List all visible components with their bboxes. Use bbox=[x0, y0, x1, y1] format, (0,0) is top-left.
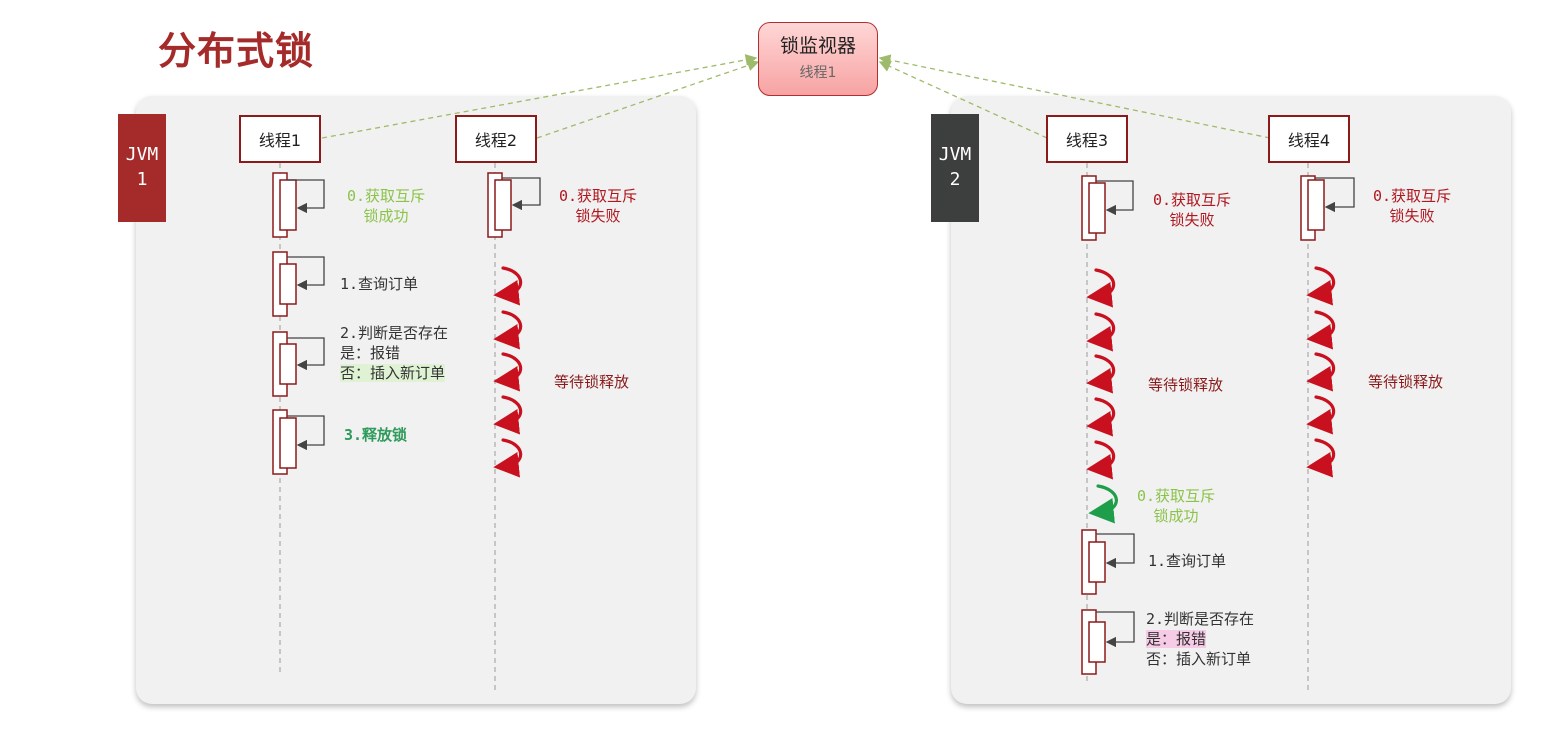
t4-fail-label: 0.获取互斥 锁失败 bbox=[1364, 186, 1460, 226]
t3-acquire-line1: 0.获取互斥 bbox=[1136, 487, 1216, 505]
thread-1-box: 线程1 bbox=[239, 115, 321, 163]
thread-2-box: 线程2 bbox=[455, 115, 537, 163]
t4-fail-line2: 锁失败 bbox=[1389, 207, 1435, 225]
t1-check-line2: 是：报错 bbox=[340, 344, 401, 362]
jvm1-label: JVM bbox=[125, 144, 159, 165]
lock-monitor: 锁监视器 线程1 bbox=[758, 22, 878, 96]
t3-wait-label: 等待锁释放 bbox=[1148, 376, 1224, 394]
t3-fail-line2: 锁失败 bbox=[1169, 211, 1215, 229]
monitor-holder: 线程1 bbox=[799, 65, 837, 81]
t3-check-line1: 2.判断是否存在 bbox=[1146, 610, 1255, 628]
jvm2-panel bbox=[951, 96, 1511, 704]
t1-check-line3: 否：插入新订单 bbox=[340, 364, 446, 382]
t1-acquire-label: 0.获取互斥 锁成功 bbox=[336, 186, 436, 226]
t3-check-label: 2.判断是否存在 是：报错 否：插入新订单 bbox=[1146, 609, 1254, 669]
monitor-links bbox=[321, 54, 1271, 139]
t2-wait-label: 等待锁释放 bbox=[554, 373, 630, 391]
t1-release-label: 3.释放锁 bbox=[344, 426, 408, 444]
t2-fail-label: 0.获取互斥 锁失败 bbox=[550, 186, 646, 226]
t1-check-label: 2.判断是否存在 是：报错 否：插入新订单 bbox=[340, 323, 448, 383]
t4-fail-line1: 0.获取互斥 bbox=[1372, 187, 1452, 205]
t3-acquire-label: 0.获取互斥 锁成功 bbox=[1126, 486, 1226, 526]
t3-check-line2: 是：报错 bbox=[1146, 630, 1207, 648]
t3-fail-line1: 0.获取互斥 bbox=[1152, 191, 1232, 209]
t3-query-label: 1.查询订单 bbox=[1148, 552, 1227, 570]
t1-check-line1: 2.判断是否存在 bbox=[340, 324, 449, 342]
thread-3-box: 线程3 bbox=[1046, 115, 1128, 163]
t3-check-line3: 否：插入新订单 bbox=[1146, 650, 1252, 668]
t4-wait-label: 等待锁释放 bbox=[1368, 373, 1444, 391]
t2-fail-line2: 锁失败 bbox=[575, 207, 621, 225]
jvm1-panel bbox=[136, 96, 696, 704]
self-call-arrows bbox=[287, 177, 1355, 648]
t3-acquire-line2: 锁成功 bbox=[1153, 507, 1199, 525]
jvm2-tag: JVM 2 bbox=[931, 114, 979, 222]
activations bbox=[272, 172, 1325, 675]
t1-acquire-line2: 锁成功 bbox=[363, 207, 409, 225]
wait-arrows bbox=[493, 266, 1336, 480]
t1-query-label: 1.查询订单 bbox=[340, 275, 419, 293]
t3-fail-label: 0.获取互斥 锁失败 bbox=[1144, 190, 1240, 230]
t1-acquire-line1: 0.获取互斥 bbox=[346, 187, 426, 205]
jvm2-number: 2 bbox=[949, 169, 961, 190]
t2-fail-line1: 0.获取互斥 bbox=[558, 187, 638, 205]
jvm1-tag: JVM 1 bbox=[118, 114, 166, 222]
acquire-success-arrow bbox=[1088, 484, 1118, 524]
jvm2-label: JVM bbox=[938, 144, 972, 165]
thread-4-box: 线程4 bbox=[1268, 115, 1350, 163]
jvm1-number: 1 bbox=[136, 169, 148, 190]
page-title: 分布式锁 bbox=[158, 29, 315, 73]
monitor-title: 锁监视器 bbox=[779, 35, 856, 57]
